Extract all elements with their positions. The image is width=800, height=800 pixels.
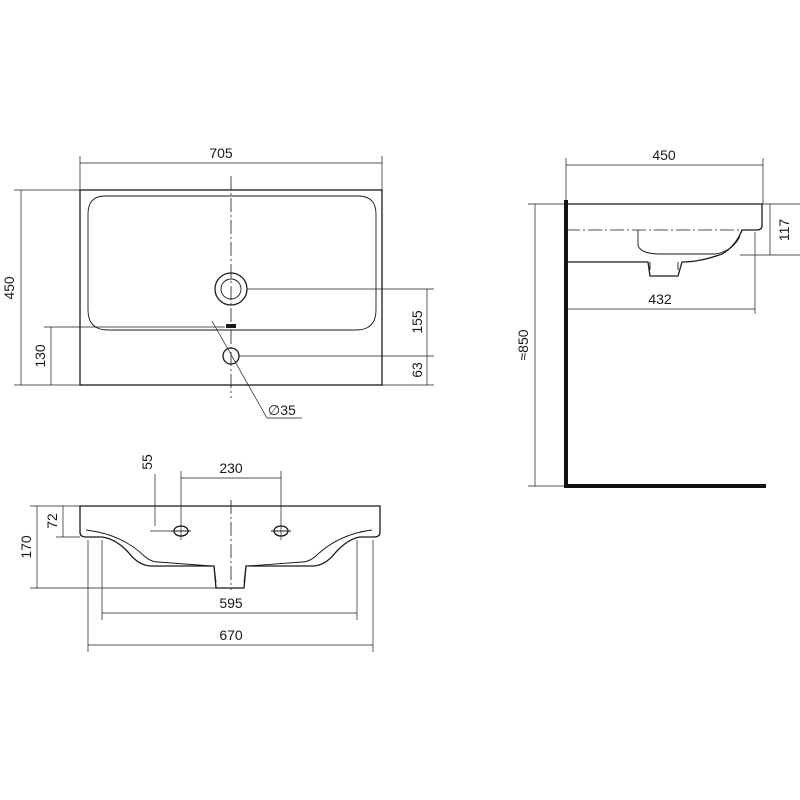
- front-view: 230 55 72 170 595 670: [18, 454, 381, 652]
- diameter-leader: [211, 320, 302, 419]
- top-view: 705 450 130 155 63 ∅35: [1, 145, 434, 419]
- basin-front-outline: [79, 505, 381, 589]
- overflow-offset-label: 130: [32, 344, 48, 368]
- tap-offset-label: 55: [139, 454, 155, 470]
- tap-hole-diameter-label: ∅35: [268, 402, 296, 418]
- mounting-height-label: ≈850: [515, 329, 531, 360]
- tap-spacing-label: 230: [219, 460, 243, 476]
- drain-offset-label: 155: [409, 310, 425, 334]
- side-rim-height-label: 117: [776, 219, 792, 242]
- projection-label: 432: [648, 291, 672, 307]
- tap-hole-offset-label: 63: [409, 362, 425, 378]
- rim-height-label: 72: [44, 513, 60, 529]
- overflow-slot: [226, 324, 236, 328]
- drain-inner-ring: [220, 278, 242, 300]
- rim-inner-line: [85, 529, 159, 563]
- bowl-width-label: 595: [219, 595, 243, 611]
- basin-side-outline: [565, 203, 763, 277]
- overall-width-label: 670: [219, 627, 243, 643]
- side-depth-label: 450: [652, 147, 676, 163]
- depth-label: 450: [1, 276, 17, 300]
- width-label: 705: [209, 145, 233, 161]
- total-height-label: 170: [18, 535, 34, 559]
- side-view: 450 117 432 ≈850: [515, 147, 800, 488]
- basin-bowl-outline: [87, 195, 377, 331]
- bowl-inner-outline: [637, 230, 741, 255]
